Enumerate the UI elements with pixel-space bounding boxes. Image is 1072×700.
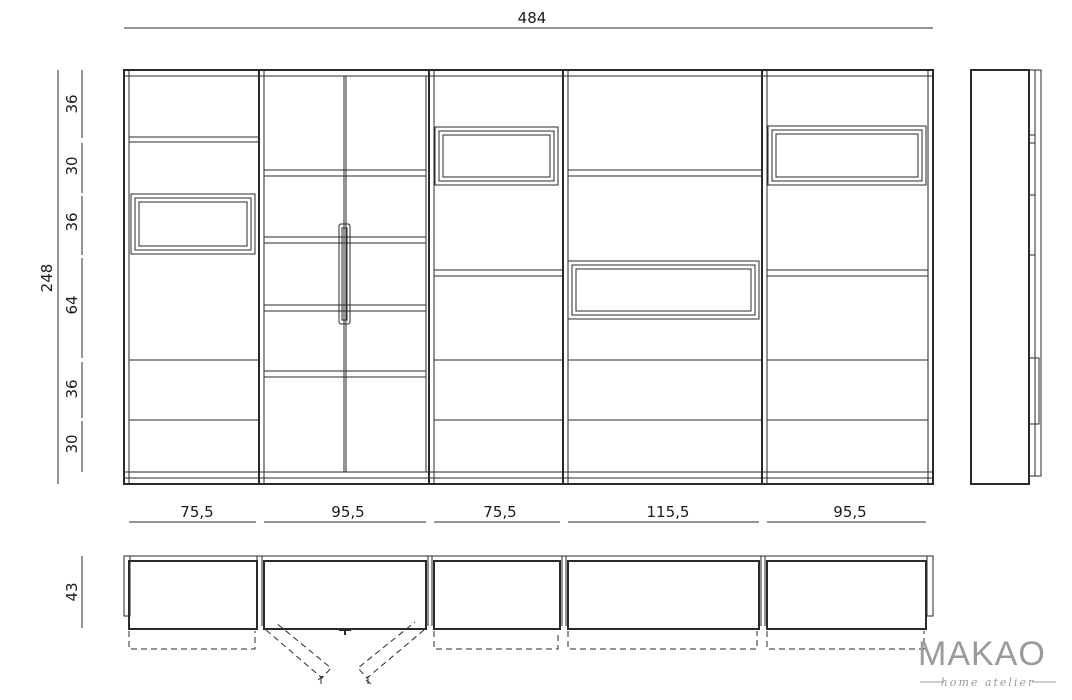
display-frame-core xyxy=(442,134,551,178)
plan-module-5 xyxy=(766,560,927,630)
display-frame xyxy=(567,260,760,320)
door-handle-inner xyxy=(341,227,348,321)
side-view-lower-handle xyxy=(1028,357,1040,425)
side-elevation xyxy=(970,69,1042,485)
door-handle-mark-right xyxy=(365,676,372,685)
side-view-handle xyxy=(1028,194,1036,256)
plan-dashed-extent-1 xyxy=(128,631,256,650)
height-label-1: 36 xyxy=(63,94,81,113)
shelf xyxy=(128,136,260,143)
total-height-label: 248 xyxy=(38,264,56,293)
cabinet-outline xyxy=(123,69,934,485)
plan-module-4 xyxy=(567,560,760,630)
door-handle-mark-left xyxy=(317,675,324,684)
total-width-label: 484 xyxy=(518,9,547,27)
front-elevation xyxy=(123,69,934,485)
module-3 xyxy=(433,126,564,421)
overall-width-dimension: 484 xyxy=(124,9,933,29)
display-frame-core xyxy=(775,133,919,178)
width-label-3: 75,5 xyxy=(483,503,516,521)
module-4 xyxy=(567,169,763,421)
plan-view: 43 xyxy=(63,555,934,685)
display-frame-inner xyxy=(771,129,923,182)
door-handle xyxy=(338,223,351,325)
overall-height-dimension: 248 xyxy=(38,70,59,484)
plan-module-2 xyxy=(263,560,427,630)
shelf xyxy=(567,169,763,177)
brand-tagline: home atelier xyxy=(941,676,1035,689)
plan-handle xyxy=(339,629,351,635)
plan-dashed-extent-5 xyxy=(766,631,925,650)
width-label-4: 115,5 xyxy=(647,503,690,521)
width-label-2: 95,5 xyxy=(331,503,364,521)
plan-end-right xyxy=(926,555,934,617)
height-label-4: 64 xyxy=(63,295,81,314)
side-view-outline xyxy=(970,69,1030,485)
plan-module-3 xyxy=(433,560,561,630)
display-frame-inner xyxy=(438,130,555,182)
display-frame-core xyxy=(138,201,248,247)
display-frame-core xyxy=(575,268,752,312)
right-door xyxy=(345,75,427,473)
module-1 xyxy=(128,136,260,421)
width-label-1: 75,5 xyxy=(180,503,213,521)
display-frame xyxy=(767,125,927,186)
segment-height-dimensions: 36 30 36 64 36 30 xyxy=(63,70,83,472)
door-swing-right xyxy=(357,621,425,679)
shelf xyxy=(433,269,564,277)
brand-logo: MAKAO home atelier xyxy=(918,635,1056,689)
plan-dashed-extent-4 xyxy=(567,631,758,650)
door-swing-left xyxy=(265,621,332,679)
module-width-dimensions: 75,5 95,5 75,5 115,5 95,5 xyxy=(129,503,926,523)
height-label-5: 36 xyxy=(63,379,81,398)
plan-dashed-extent-3 xyxy=(433,631,559,650)
plan-module-1 xyxy=(128,560,258,630)
side-view-hinge xyxy=(1028,134,1036,144)
module-5 xyxy=(766,125,929,421)
shelf xyxy=(766,269,929,277)
module-2-glass-doors xyxy=(263,75,427,473)
height-label-2: 30 xyxy=(63,156,81,175)
display-frame xyxy=(130,193,256,255)
height-label-3: 36 xyxy=(63,212,81,231)
display-frame-inner xyxy=(571,264,756,316)
depth-label: 43 xyxy=(63,582,81,601)
width-label-5: 95,5 xyxy=(833,503,866,521)
brand-name: MAKAO xyxy=(918,635,1046,673)
height-label-6: 30 xyxy=(63,434,81,453)
display-frame xyxy=(434,126,559,186)
display-frame-inner xyxy=(134,197,252,251)
left-door xyxy=(263,75,345,473)
